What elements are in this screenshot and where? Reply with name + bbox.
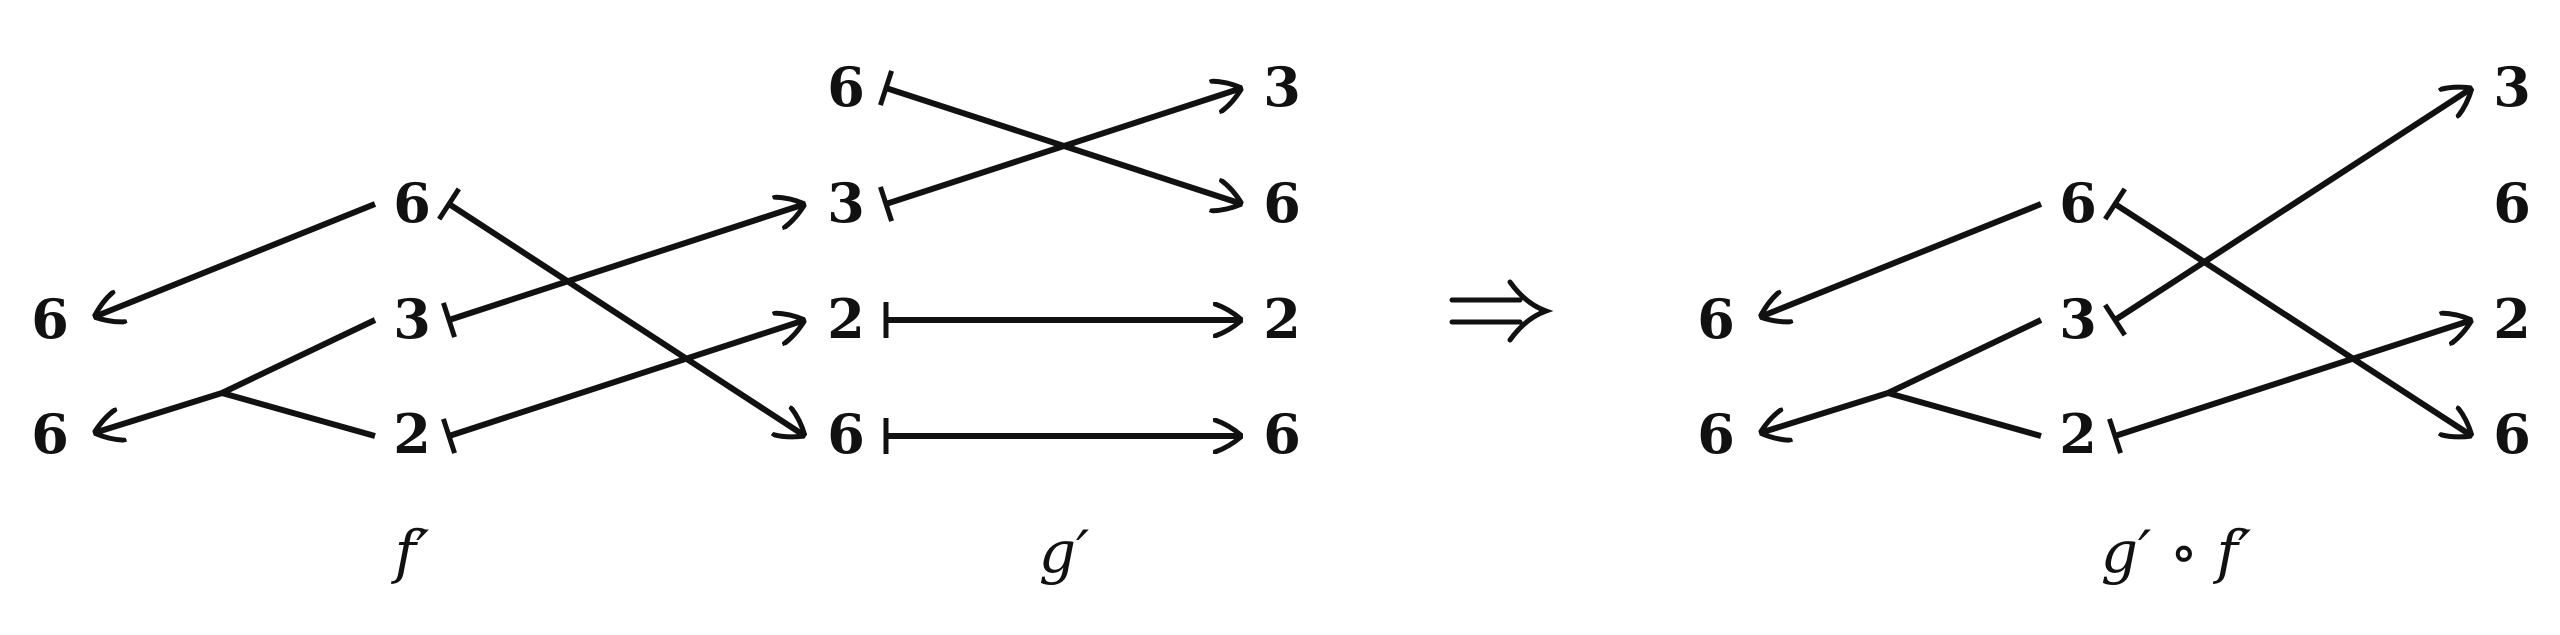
- g-right-node-4: 6: [1263, 402, 1301, 466]
- g-left-node-2: 3: [827, 171, 865, 235]
- g-left-node-3: 2: [827, 287, 865, 351]
- g-left-node-4: 6: [827, 402, 865, 466]
- c-edge-3-merge: [1886, 317, 2043, 396]
- composite-diagram: 6 6 6 3 2 3 6 2 6 g′ ∘ f′: [1697, 55, 2531, 586]
- f-edge-6-to-g6: [449, 204, 805, 436]
- c-middle-node-3: 2: [2059, 402, 2097, 466]
- c-right-node-2: 6: [2493, 171, 2531, 235]
- f-left-node-1: 6: [31, 287, 69, 351]
- c-middle-node-1: 6: [2059, 171, 2097, 235]
- f-prime-diagram: 6 6 6 3 2 f′: [31, 171, 431, 586]
- g-edge-3-to-3: [886, 88, 1242, 204]
- c-edge-2-merge: [1887, 390, 2042, 439]
- g-prime-diagram: 6 3 2 6 3 6 2 6 g′: [827, 55, 1301, 586]
- c-edge-6-to-6: [1760, 201, 2043, 317]
- c-right-node-1: 3: [2493, 55, 2531, 119]
- f-edge-3-merge: [220, 317, 377, 396]
- composite-caption: g′ ∘ f′: [2101, 518, 2251, 586]
- f-right-node-2: 3: [393, 287, 431, 351]
- f-to-g-edges: [449, 204, 805, 436]
- g-prime-caption: g′: [1039, 518, 1089, 586]
- g-right-node-3: 2: [1263, 287, 1301, 351]
- f-prime-caption: f′: [391, 518, 430, 586]
- c-middle-node-2: 3: [2059, 287, 2097, 351]
- c-left-node-1: 6: [1697, 287, 1735, 351]
- c-edge-merged-to-6: [1760, 390, 1889, 433]
- f-right-node-3: 2: [393, 402, 431, 466]
- c-edge-3-to-3-right: [2115, 88, 2472, 320]
- c-right-node-3: 2: [2493, 287, 2531, 351]
- f-right-node-1: 6: [393, 171, 431, 235]
- f-left-node-2: 6: [31, 402, 69, 466]
- implies-symbol: ⇒: [1449, 279, 1554, 343]
- c-edge-6-to-6-right: [2115, 204, 2472, 436]
- c-left-node-2: 6: [1697, 402, 1735, 466]
- f-edge-3-to-g3: [449, 204, 805, 320]
- g-right-node-1: 3: [1263, 55, 1301, 119]
- c-right-node-4: 6: [2493, 402, 2531, 466]
- f-edge-6-to-6: [94, 201, 377, 317]
- c-edge-2-to-2-right: [2115, 320, 2472, 436]
- g-left-node-1: 6: [827, 55, 865, 119]
- g-right-node-2: 6: [1263, 171, 1301, 235]
- f-edge-2-to-g2: [449, 320, 805, 436]
- f-edge-merged-to-6: [94, 390, 223, 433]
- f-edge-2-merge: [221, 390, 376, 439]
